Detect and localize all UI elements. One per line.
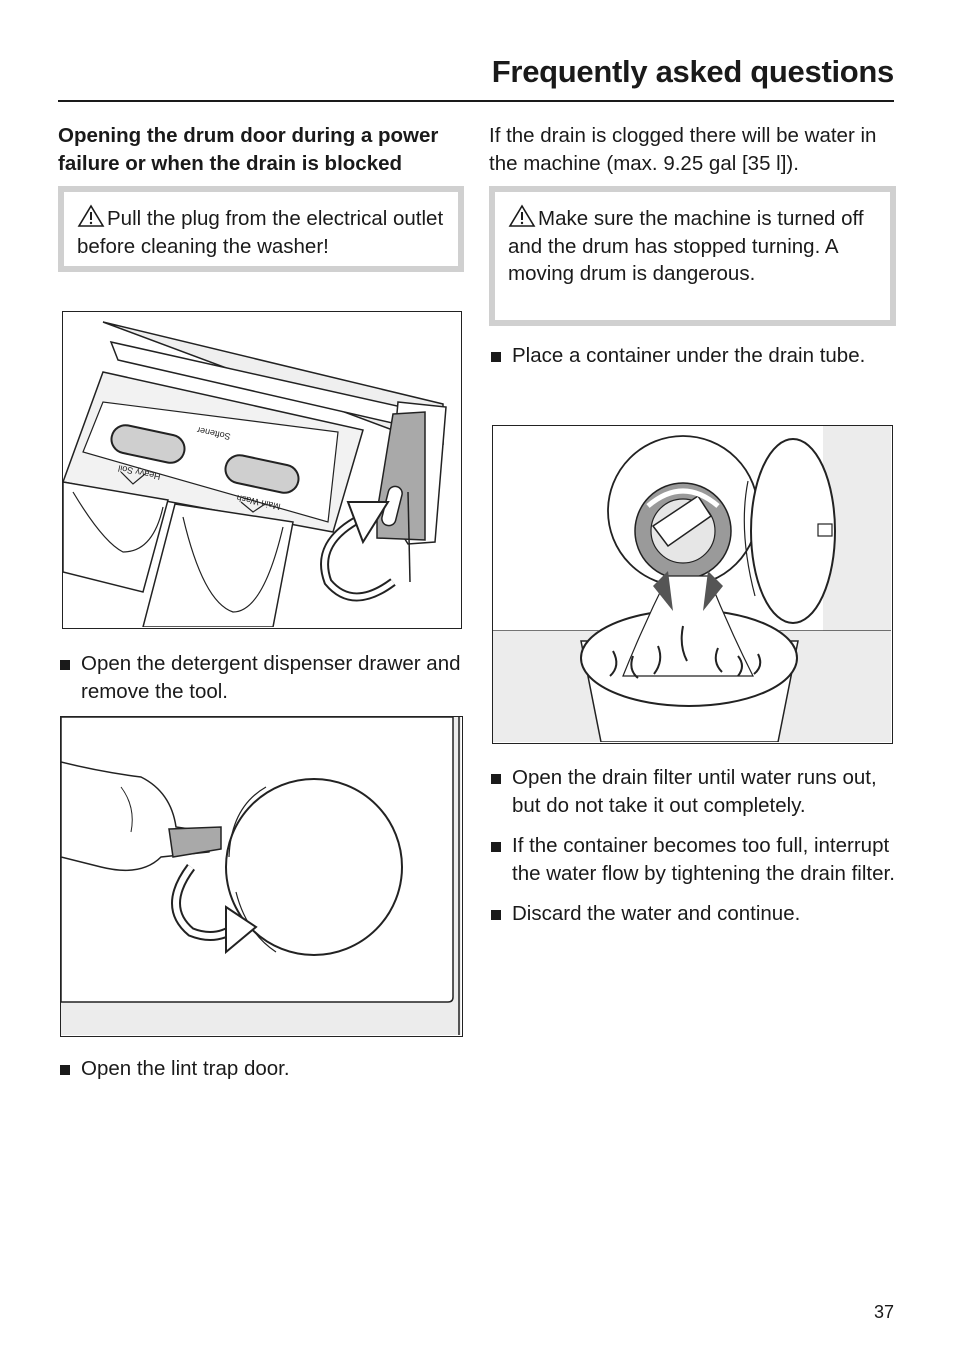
- right-step-3: If the container becomes too full, inter…: [489, 832, 895, 887]
- left-column: Opening the drum door during a power fai…: [58, 122, 464, 272]
- right-step-4-text: Discard the water and continue.: [512, 902, 801, 925]
- warning-icon: [77, 204, 105, 227]
- left-step-1: Open the detergent dispenser drawer and …: [58, 650, 481, 705]
- figure-lint-trap-door: [60, 716, 463, 1037]
- right-step-1: Place a container under the drain tube.: [489, 342, 895, 370]
- figure-dispenser-drawer: Heavy Soil Softener Main Wash: [62, 311, 462, 629]
- left-step-1-text: Open the detergent dispenser drawer and …: [81, 652, 461, 703]
- bullet-square: [60, 660, 70, 670]
- warning-text-right: Make sure the machine is turned off and …: [508, 207, 864, 285]
- page-title: Frequently asked questions: [491, 54, 895, 89]
- page-header: Frequently asked questions: [58, 40, 894, 102]
- bullet-square: [60, 1065, 70, 1075]
- figure-drain-filter: [492, 425, 893, 744]
- dispenser-drawer-illustration: Heavy Soil Softener Main Wash: [63, 321, 447, 627]
- right-step-3-text: If the container becomes too full, inter…: [512, 834, 895, 885]
- section-heading: Opening the drum door during a power fai…: [58, 124, 439, 175]
- page-number: 37: [873, 1302, 894, 1322]
- warning-box-right: Make sure the machine is turned off and …: [489, 186, 896, 326]
- right-intro: If the drain is clogged there will be wa…: [489, 124, 877, 175]
- left-step-2-text: Open the lint trap door.: [81, 1057, 290, 1080]
- bullet-square: [491, 842, 501, 852]
- warning-box-left: Pull the plug from the electrical outlet…: [58, 186, 464, 272]
- lint-trap-illustration: [61, 717, 461, 1035]
- bullet-square: [491, 910, 501, 920]
- warning-text-left: Pull the plug from the electrical outlet…: [77, 207, 444, 258]
- right-steps-lower: Open the drain filter until water runs o…: [489, 764, 895, 928]
- bullet-square: [491, 774, 501, 784]
- bullet-square: [491, 352, 501, 362]
- right-column: If the drain is clogged there will be wa…: [489, 122, 896, 370]
- left-step-2: Open the lint trap door.: [58, 1055, 481, 1083]
- right-step-2-text: Open the drain filter until water runs o…: [512, 766, 877, 817]
- drain-filter-illustration: [493, 426, 891, 742]
- right-step-1-text: Place a container under the drain tube.: [512, 344, 866, 367]
- right-step-4: Discard the water and continue.: [489, 900, 895, 928]
- warning-icon: [508, 204, 536, 227]
- right-step-2: Open the drain filter until water runs o…: [489, 764, 895, 819]
